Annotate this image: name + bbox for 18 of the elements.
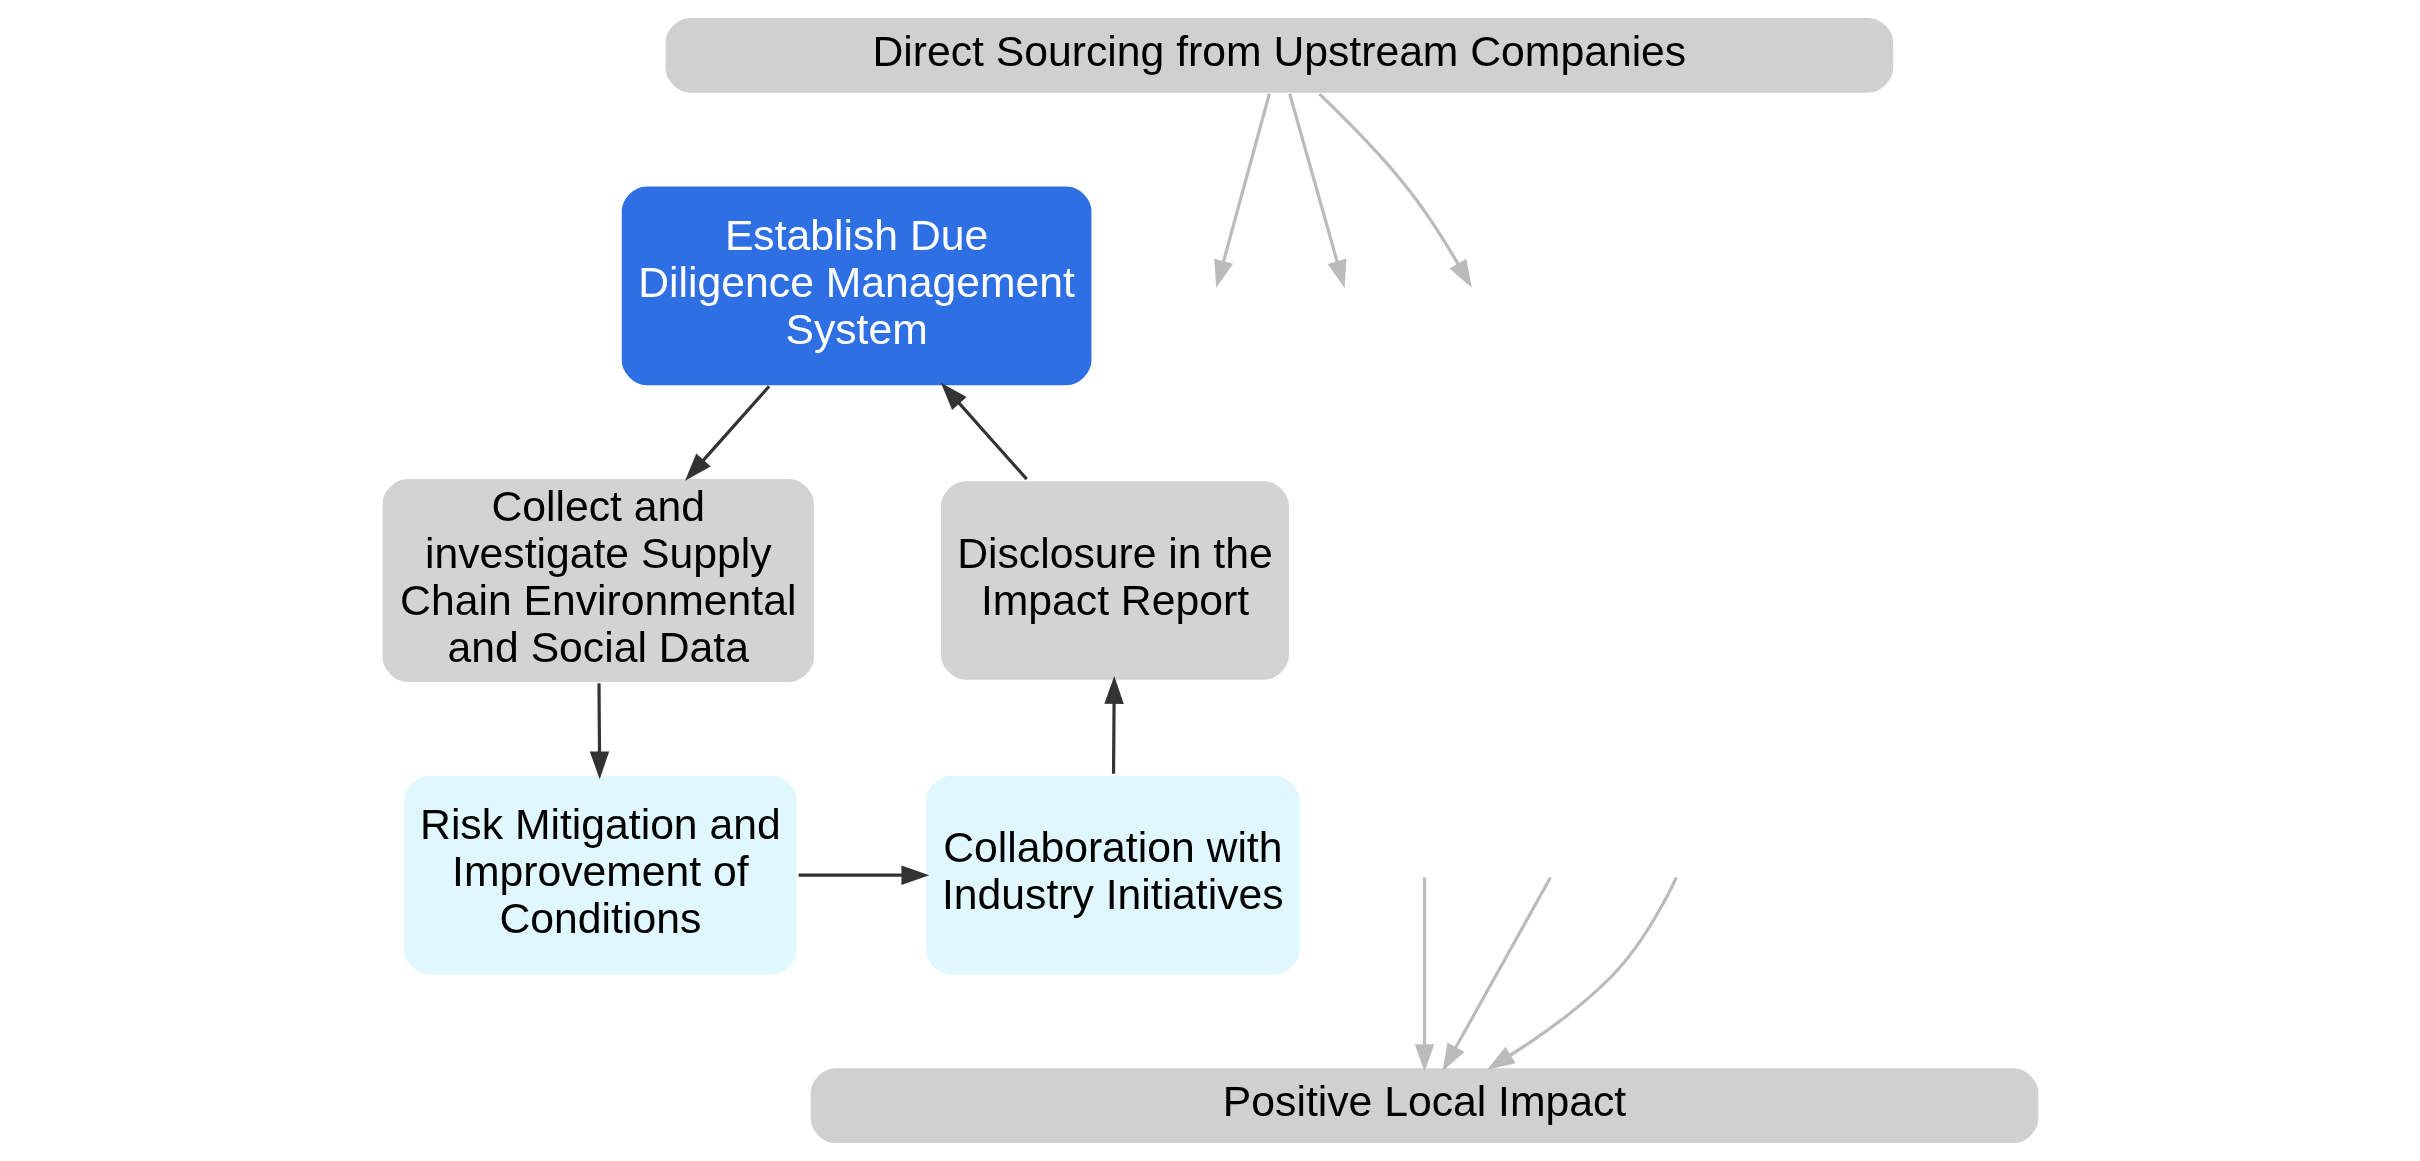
node-box: Disclosure in the Impact Report — [938, 479, 1291, 682]
node-box: Establish Due Diligence Management System — [619, 184, 1094, 388]
arrow — [1317, 93, 1472, 288]
node-box: Collaboration with Industry Initiatives — [923, 773, 1302, 977]
arrow — [1287, 93, 1346, 289]
arrow — [589, 683, 609, 780]
arrow — [1213, 93, 1271, 289]
arrow — [1414, 877, 1434, 1073]
arrow — [1486, 876, 1678, 1070]
node-box: Direct Sourcing from Upstream Companies — [662, 15, 1895, 95]
arrow — [1103, 676, 1124, 774]
arrow — [684, 385, 770, 481]
arrow — [798, 865, 929, 885]
arrow — [1441, 876, 1552, 1072]
node-box: Collect and investigate Supply Chain Environmental and Social Data — [379, 476, 816, 685]
node-box: Positive Local Impact — [808, 1066, 2041, 1146]
arrow — [940, 382, 1028, 481]
node-box: Risk Mitigation and Improvement of Conditions — [401, 773, 799, 977]
